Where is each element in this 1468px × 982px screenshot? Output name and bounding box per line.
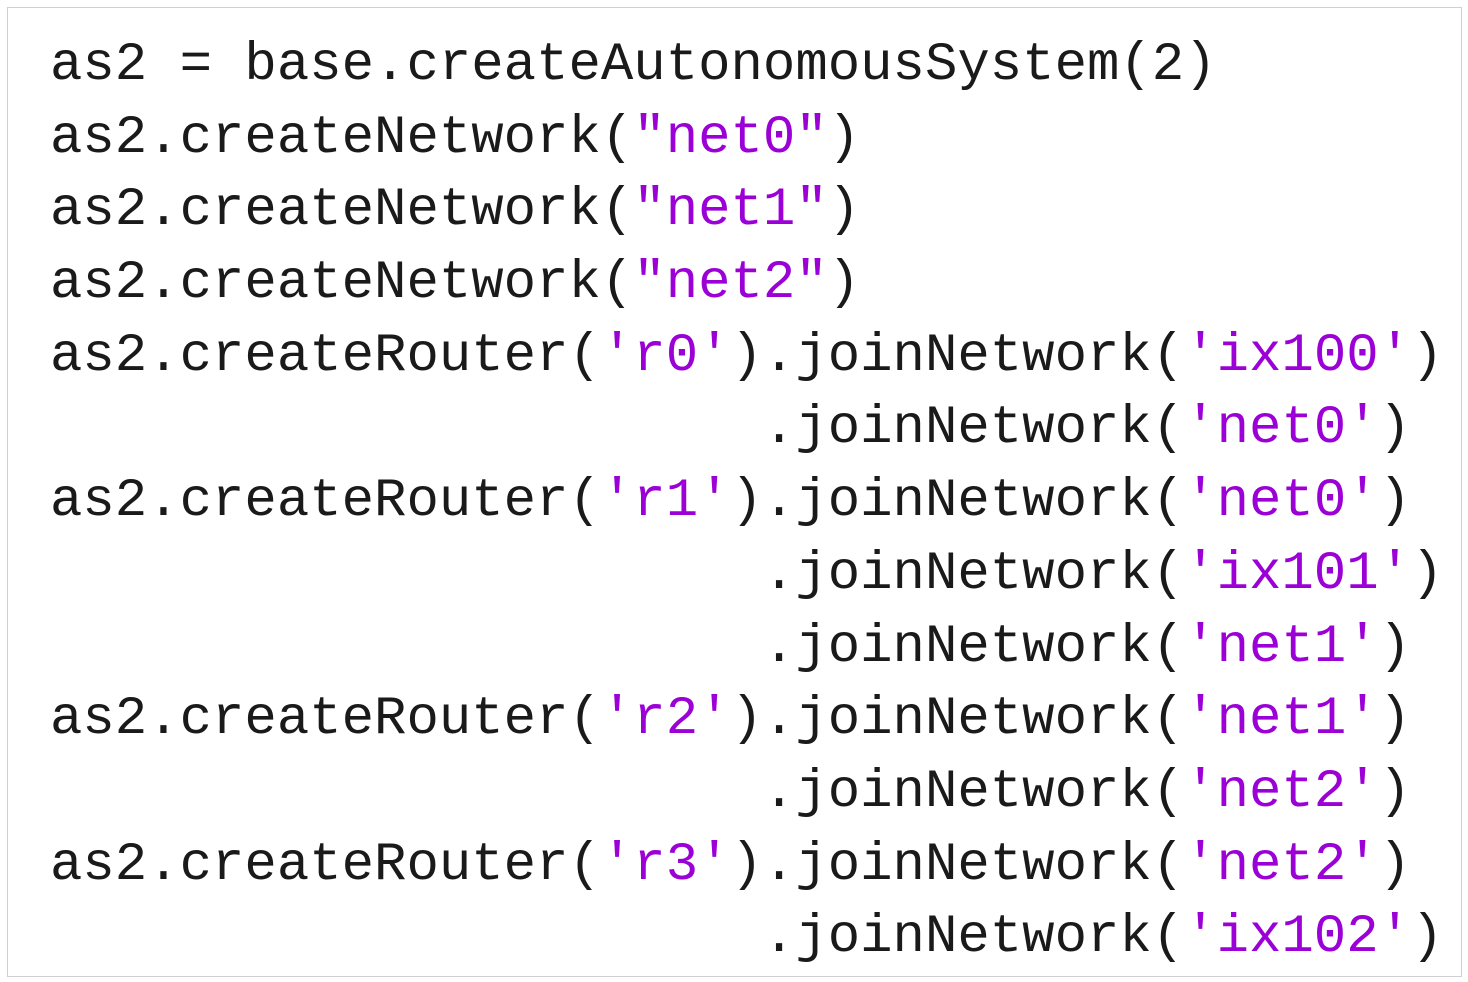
- code-token: ): [1378, 834, 1412, 896]
- code-line: as2.createNetwork("net0"): [50, 103, 1443, 176]
- code-line: as2.createNetwork("net2"): [50, 248, 1443, 321]
- string-literal: ′net1′: [1184, 689, 1379, 751]
- code-line: .joinNetwork(′net1′): [50, 612, 1443, 685]
- string-literal: ′r0′: [600, 325, 731, 387]
- code-token: as2.createRouter(: [50, 689, 601, 751]
- code-token: ): [1378, 471, 1412, 533]
- code-token: as2.createNetwork(: [50, 107, 634, 169]
- code-token: .joinNetwork(: [50, 907, 1185, 969]
- code-line: as2 = base.createAutonomousSystem(2): [50, 30, 1443, 103]
- code-token: as2.createNetwork(: [50, 180, 634, 242]
- code-token: ): [1378, 398, 1412, 460]
- code-line: as2.createRouter(′r2′).joinNetwork(′net1…: [50, 684, 1443, 757]
- string-literal: ′net1′: [1184, 616, 1379, 678]
- string-literal: "net2": [633, 253, 828, 315]
- code-line: as2.createRouter(′r3′).joinNetwork(′net2…: [50, 830, 1443, 903]
- string-literal: ′r2′: [600, 689, 731, 751]
- code-token: ): [1411, 543, 1444, 605]
- code-block: as2 = base.createAutonomousSystem(2) as2.…: [50, 30, 1443, 975]
- code-token: ).joinNetwork(: [730, 325, 1185, 387]
- code-token: .joinNetwork(: [50, 761, 1185, 823]
- code-token: as2 = base.createAutonomousSystem(2): [50, 35, 1217, 96]
- code-token: ): [1378, 761, 1412, 823]
- code-line: .joinNetwork(′ix102′): [50, 902, 1444, 975]
- code-token: ).joinNetwork(: [730, 689, 1185, 751]
- code-token: ): [1411, 325, 1444, 387]
- code-line: .joinNetwork(′net0′): [50, 393, 1443, 466]
- string-literal: ′ix102′: [1184, 907, 1412, 969]
- string-literal: ′net0′: [1184, 471, 1379, 533]
- string-literal: "net1": [633, 180, 828, 242]
- code-token: ): [827, 107, 861, 169]
- string-literal: ′r1′: [600, 471, 731, 533]
- string-literal: "net0": [633, 107, 828, 169]
- string-literal: ′ix100′: [1184, 325, 1412, 387]
- code-line: .joinNetwork(′net2′): [50, 757, 1443, 830]
- code-token: .joinNetwork(: [50, 543, 1185, 605]
- code-token: .joinNetwork(: [50, 398, 1185, 460]
- code-token: ): [827, 253, 861, 315]
- code-token: ): [1411, 907, 1444, 969]
- code-token: as2.createRouter(: [50, 834, 601, 896]
- code-token: ).joinNetwork(: [730, 834, 1185, 896]
- code-token: as2.createRouter(: [50, 325, 601, 387]
- code-line: as2.createNetwork("net1"): [50, 175, 1443, 248]
- code-token: ).joinNetwork(: [730, 471, 1185, 533]
- code-token: ): [1378, 689, 1412, 751]
- string-literal: ′r3′: [600, 834, 731, 896]
- string-literal: ′net2′: [1184, 834, 1379, 896]
- string-literal: ′net0′: [1184, 398, 1379, 460]
- string-literal: ′ix101′: [1184, 543, 1412, 605]
- code-frame: as2 = base.createAutonomousSystem(2) as2.…: [7, 7, 1462, 977]
- code-token: ): [827, 180, 861, 242]
- code-token: as2.createNetwork(: [50, 253, 634, 315]
- string-literal: ′net2′: [1184, 761, 1379, 823]
- code-line: as2.createRouter(′r0′).joinNetwork(′ix10…: [50, 321, 1443, 394]
- code-token: ): [1378, 616, 1412, 678]
- code-line: .joinNetwork(′ix101′): [50, 539, 1444, 612]
- code-token: .joinNetwork(: [50, 616, 1185, 678]
- code-line: as2.createRouter(′r1′).joinNetwork(′net0…: [50, 466, 1443, 539]
- code-token: as2.createRouter(: [50, 471, 601, 533]
